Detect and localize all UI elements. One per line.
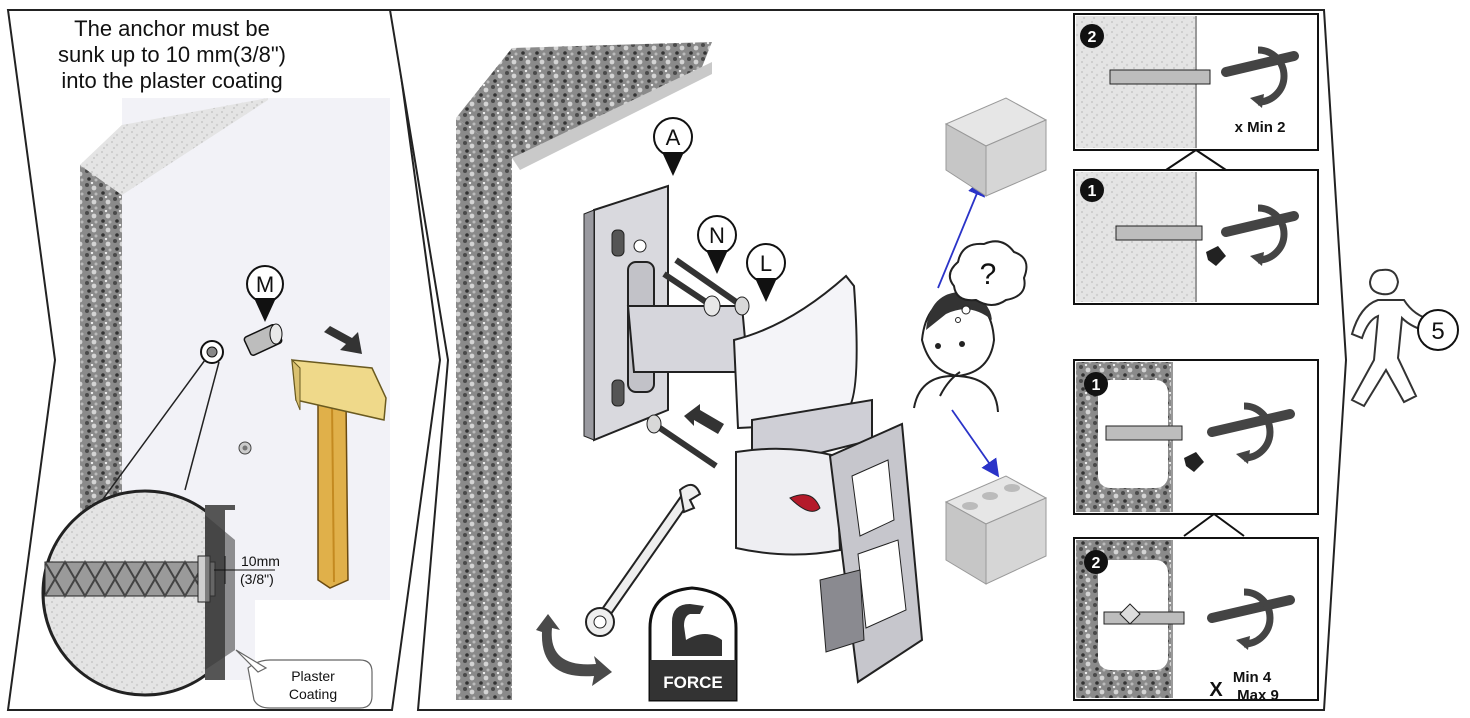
thinking-man-icon (913, 291, 999, 413)
textured-wall (456, 42, 712, 700)
hollow-panel-step-1-number: 1 (1092, 377, 1101, 394)
hammer-icon (291, 358, 387, 589)
step-two-panel: A N L FORCE (388, 9, 1348, 711)
next-step-number: 5 (1431, 318, 1444, 345)
hollow-panel-step-2: 2 X Min 4 Max 9 (1073, 537, 1319, 704)
callout-n: N (697, 215, 737, 274)
solid-panel-step-2-number: 2 (1088, 29, 1097, 46)
force-label: FORCE (663, 673, 723, 692)
callout-n-label: N (709, 223, 725, 248)
solid-panel-step-1-number: 1 (1088, 183, 1097, 200)
hollow-panel-quantity-min: Min 4 (1233, 669, 1272, 686)
hollow-panel-quantity-max: Max 9 (1237, 687, 1279, 704)
measurement-mm: 10mm (241, 553, 280, 569)
instruction-line-1: The anchor must be (74, 16, 270, 41)
lag-bolt-lower (646, 414, 718, 469)
zoom-detail (41, 489, 255, 697)
hammer-tap-icon (1184, 452, 1204, 472)
tv-bracket (819, 422, 924, 684)
rotate-arrow-icon (536, 614, 612, 686)
swivel-arm (626, 261, 873, 556)
hollow-panel-step-2-number: 2 (1092, 555, 1101, 572)
hammer-tap-icon (1206, 246, 1226, 266)
anchor-icon (243, 323, 283, 357)
solid-block-icon (944, 97, 1048, 197)
washer-n (662, 271, 721, 317)
lag-bolt-l (674, 257, 750, 316)
callout-m-label: M (256, 272, 274, 297)
solid-panel-step-2: 2 x Min 2 (1073, 13, 1319, 151)
solid-panel-step-1: 1 (1073, 169, 1319, 305)
measurement-in: (3/8") (240, 571, 274, 587)
hollow-panel-step-1: 1 (1073, 359, 1319, 515)
drill-hole-bottom (238, 441, 252, 455)
wrench-icon (585, 483, 702, 637)
push-arrow-lower (684, 404, 724, 434)
step-one-panel: The anchor must be sunk up to 10 mm(3/8"… (6, 9, 442, 711)
push-arrow (324, 326, 362, 354)
callout-l: L (746, 243, 786, 302)
callout-a-label: A (666, 125, 681, 150)
arrow-to-solid-block (937, 177, 985, 289)
solid-panel-quantity: x Min 2 (1235, 119, 1286, 136)
plaster-label-line-2: Coating (289, 686, 337, 702)
callout-a: A (653, 117, 693, 176)
question-mark: ? (980, 258, 997, 291)
force-badge: FORCE (648, 586, 738, 702)
callout-m: M (246, 265, 284, 322)
thought-bubble: ? (948, 240, 1028, 323)
hollow-panel-quantity-x: X (1209, 679, 1223, 701)
hollow-block-icon (944, 475, 1048, 585)
callout-l-label: L (760, 251, 772, 276)
drill-hole-top (200, 340, 224, 364)
plaster-callout: Plaster Coating (235, 649, 373, 709)
arrow-to-hollow-block (951, 409, 1000, 478)
next-step-indicator[interactable]: 5 (1350, 268, 1459, 408)
instruction-line-3: into the plaster coating (61, 68, 282, 93)
plaster-label-line-1: Plaster (291, 668, 335, 684)
instruction-line-2: sunk up to 10 mm(3/8") (58, 42, 286, 67)
